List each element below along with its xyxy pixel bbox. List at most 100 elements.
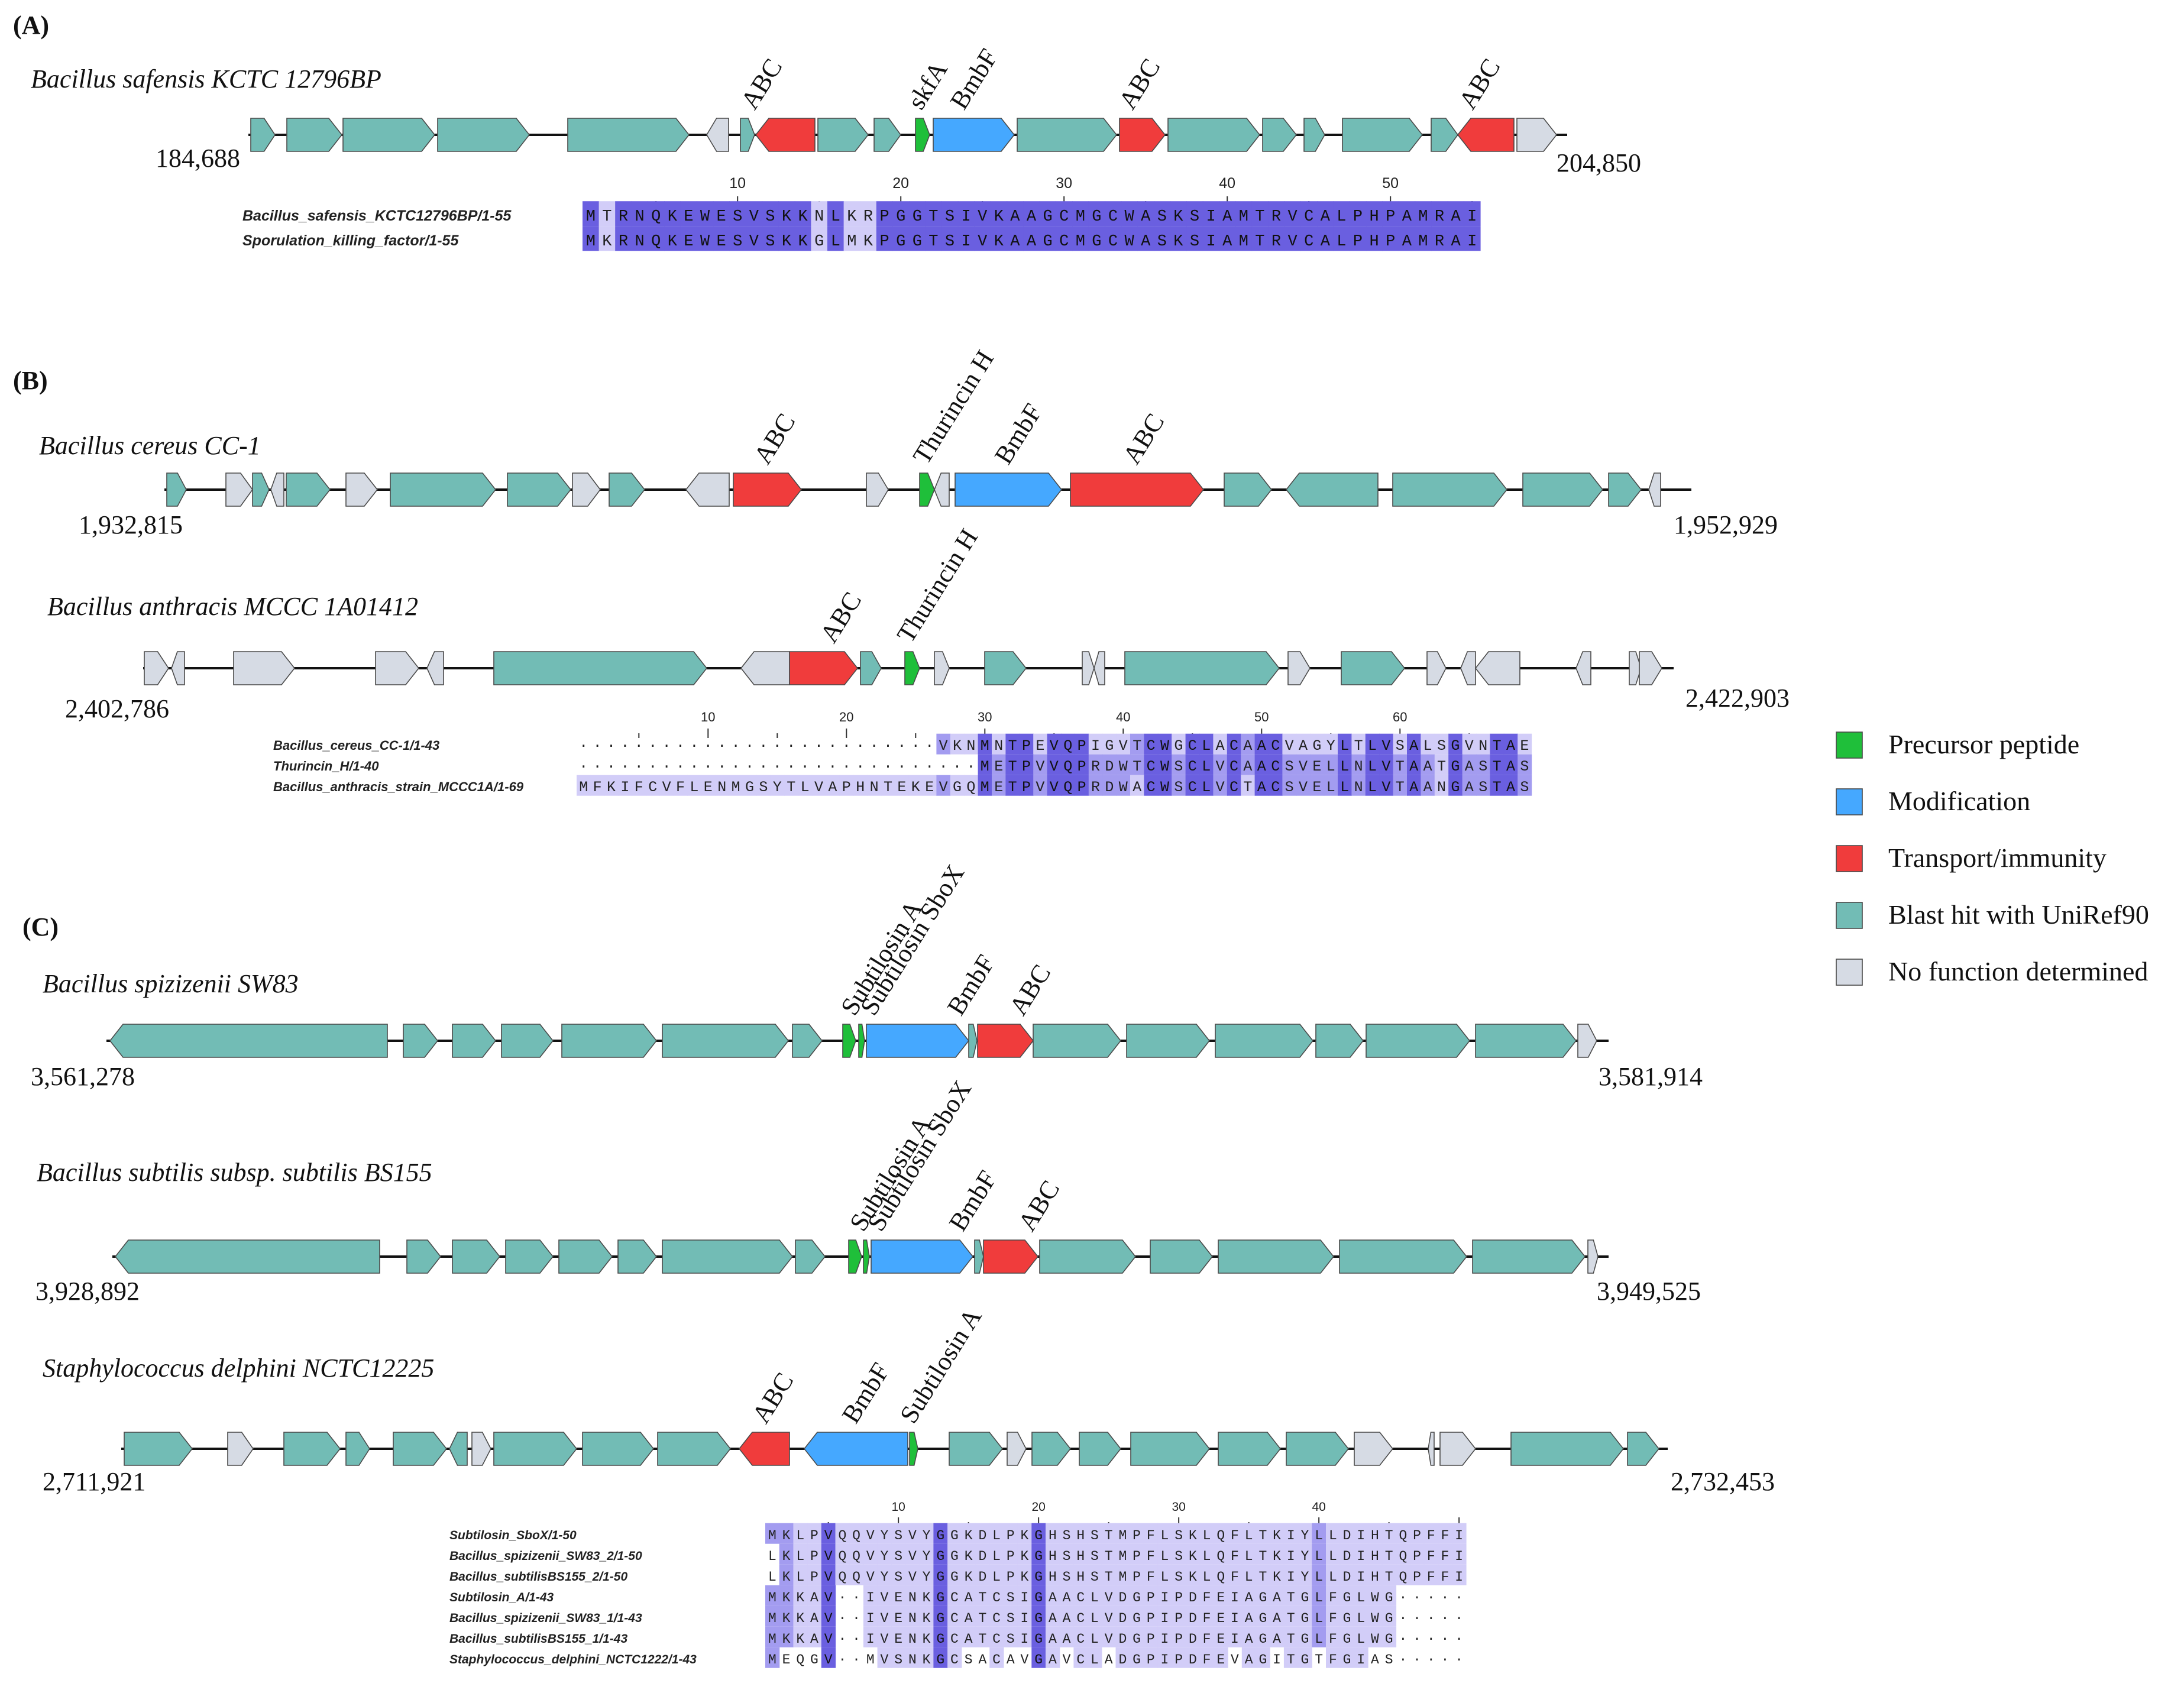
- alignment-cell-bg: [1186, 1647, 1201, 1668]
- alignment-residue: P: [879, 233, 889, 251]
- alignment-residue: A: [1049, 1652, 1057, 1668]
- alignment-residue: T: [1255, 233, 1264, 251]
- legend-swatch: [1836, 731, 1863, 759]
- alignment-cell-bg: [1172, 1585, 1186, 1606]
- alignment-residue: S: [894, 1652, 902, 1668]
- alignment-residue: V: [1105, 1632, 1113, 1647]
- gene-arrow: [1070, 472, 1205, 507]
- alignment-cell-bg: [1241, 1523, 1257, 1544]
- alignment-residue: R: [1271, 208, 1281, 226]
- gene-arrow: [505, 1239, 554, 1274]
- alignment-residue: W: [1371, 1611, 1379, 1626]
- gene-arrow: [866, 1024, 970, 1058]
- alignment-cell-bg: [1186, 1626, 1201, 1647]
- alignment-cell-bg: [975, 1564, 990, 1585]
- alignment-residue: F: [1329, 1611, 1337, 1626]
- alignment-residue: G: [1301, 1632, 1309, 1647]
- alignment-residue: G: [1312, 737, 1321, 755]
- alignment-cell-bg: [919, 1605, 934, 1627]
- alignment-cell-bg: [1186, 201, 1203, 226]
- alignment-residue: E: [994, 779, 1003, 796]
- alignment-cell-bg: [1300, 201, 1318, 226]
- alignment-residue: A: [1141, 233, 1151, 251]
- alignment-residue: I: [1287, 1549, 1295, 1564]
- alignment-cell-bg: [1003, 1605, 1018, 1627]
- alignment-cell-bg: [1447, 201, 1464, 226]
- alignment-residue: ·: [593, 737, 602, 755]
- alignment-residue: M: [981, 758, 989, 775]
- alignment-residue: A: [1299, 737, 1308, 755]
- alignment-cell-bg: [1421, 775, 1435, 796]
- alignment-cell-bg: [1476, 775, 1490, 796]
- gene-arrow: [860, 651, 882, 685]
- alignment-cell-bg: [1351, 754, 1366, 775]
- alignment-cell-bg: [1121, 201, 1138, 226]
- alignment-residue: E: [704, 779, 713, 796]
- ruler-tick-label: 30: [978, 710, 992, 724]
- alignment-residue: G: [1301, 1590, 1309, 1605]
- gene-arrow: [1124, 651, 1280, 685]
- alignment-residue: F: [1147, 1549, 1155, 1564]
- alignment-cell-bg: [1256, 1523, 1270, 1544]
- alignment-residue: A: [1245, 1652, 1253, 1668]
- gene-arrow: [582, 1432, 655, 1466]
- alignment-residue: G: [1092, 208, 1101, 226]
- alignment-cell-bg: [947, 1543, 962, 1565]
- alignment-cell-bg: [1019, 754, 1034, 775]
- gene-arrow: [227, 1432, 254, 1466]
- alignment-cell-bg: [1121, 226, 1138, 251]
- alignment-cell-bg: [1326, 1605, 1341, 1627]
- gene-label: ABC: [1012, 1176, 1066, 1236]
- alignment-cell-bg: [1101, 1605, 1117, 1627]
- alignment-cell-bg: [1213, 775, 1228, 796]
- alignment-residue: P: [1147, 1590, 1155, 1605]
- alignment-cell-bg: [1490, 754, 1504, 775]
- alignment-cell-bg: [1219, 226, 1236, 251]
- gene-arrow: [1648, 472, 1661, 507]
- gene-arrow: [909, 1432, 918, 1466]
- alignment-cell-bg: [957, 226, 975, 251]
- alignment-residue: L: [1245, 1528, 1253, 1543]
- alignment-cell-bg: [1170, 226, 1187, 251]
- alignment-residue: G: [936, 1528, 944, 1543]
- alignment-cell-bg: [1088, 1585, 1102, 1606]
- gene-arrow: [792, 1024, 823, 1058]
- alignment-cell-bg: [1031, 1605, 1046, 1627]
- alignment-cell-bg: [1381, 1585, 1397, 1606]
- alignment-cell-bg: [1382, 201, 1399, 226]
- alignment-residue: N: [966, 737, 975, 755]
- alignment-cell-bg: [1381, 1523, 1397, 1544]
- alignment-cell-bg: [975, 1523, 990, 1544]
- alignment-residue: C: [992, 1632, 1001, 1647]
- gene-arrow: [1341, 651, 1406, 685]
- alignment-cell-bg: [1130, 1585, 1144, 1606]
- alignment-residue: Q: [838, 1528, 846, 1543]
- alignment-cell-bg: [646, 775, 660, 796]
- alignment-residue: ·: [1413, 1652, 1421, 1668]
- alignment-cell-bg: [1298, 1647, 1312, 1668]
- alignment-residue: S: [1285, 758, 1294, 775]
- alignment-cell-bg: [1144, 775, 1159, 796]
- alignment-cell-bg: [1339, 1523, 1354, 1544]
- alignment-residue: G: [1451, 758, 1460, 775]
- alignment-residue: A: [1409, 779, 1418, 796]
- alignment-residue: E: [1216, 1611, 1225, 1626]
- alignment-cell-bg: [1186, 1543, 1201, 1565]
- alignment-cell-bg: [779, 1585, 794, 1606]
- alignment-cell-bg: [1105, 201, 1122, 226]
- start-coordinate: 2,402,786: [65, 694, 169, 723]
- alignment-residue: Q: [1216, 1549, 1225, 1564]
- alignment-cell-bg: [947, 1605, 962, 1627]
- alignment-cell-bg: [1031, 1585, 1046, 1606]
- alignment-residue: P: [1353, 233, 1363, 251]
- alignment-residue: G: [1258, 1611, 1267, 1626]
- alignment-residue: N: [994, 737, 1003, 755]
- alignment-residue: F: [1329, 1652, 1337, 1668]
- alignment-cell-bg: [765, 1605, 780, 1627]
- alignment-residue: E: [894, 1590, 902, 1605]
- alignment-cell-bg: [1326, 1543, 1341, 1565]
- alignment-residue: ·: [1455, 1611, 1463, 1626]
- alignment-cell-bg: [1088, 1605, 1102, 1627]
- alignment-residue: ·: [1399, 1632, 1407, 1647]
- alignment-residue: I: [1455, 1569, 1463, 1585]
